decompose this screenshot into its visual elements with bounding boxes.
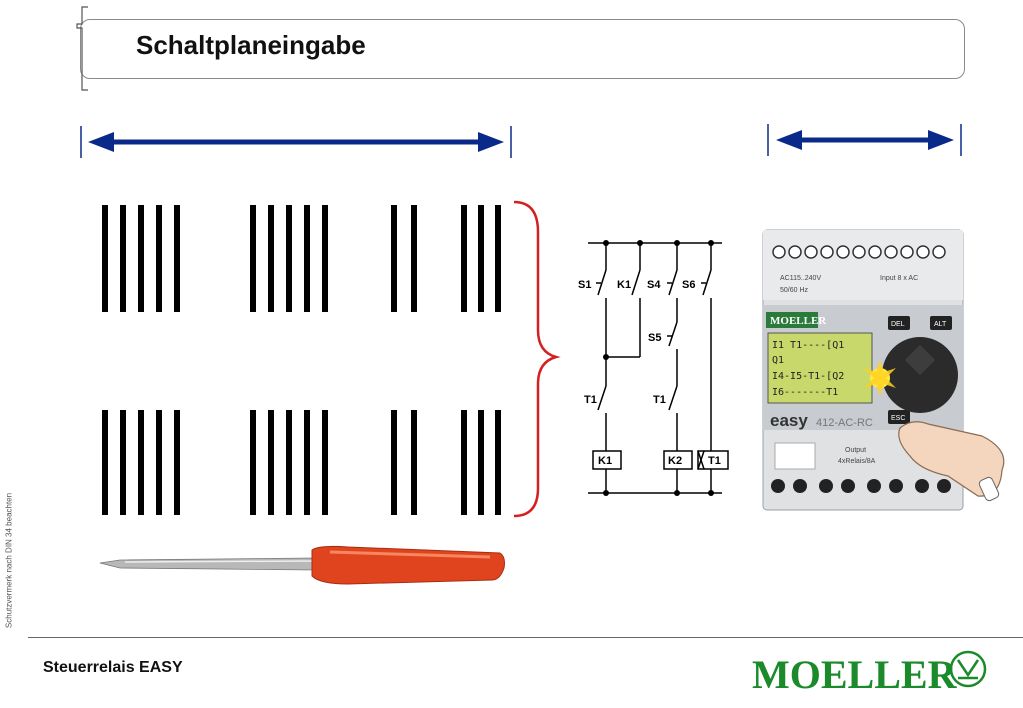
output-terminals [771, 479, 951, 493]
right-span-arrow [767, 124, 962, 156]
lcd-line-1: I1 T1----[Q1 [772, 340, 844, 351]
logo-text: MOELLER [752, 652, 958, 697]
label-t1-a: T1 [584, 394, 597, 406]
device-logo-text: MOELLER [770, 315, 827, 327]
wire-bars-bottom [102, 410, 501, 515]
device-input: Input 8 x AC [880, 275, 918, 282]
lcd-line-2: Q1 [772, 355, 784, 366]
device-freq: 50/60 Hz [780, 287, 809, 294]
label-s4: S4 [647, 279, 661, 291]
wire-bars-top [102, 205, 501, 312]
key-esc: ESC [891, 415, 905, 422]
key-alt: ALT [934, 321, 947, 328]
footer-divider [28, 637, 1023, 638]
coil-t1: T1 [708, 455, 721, 467]
coil-k2: K2 [668, 455, 682, 467]
page-title: Schaltplaneingabe [136, 30, 366, 60]
label-s1: S1 [578, 279, 591, 291]
easy-relay-device: AC115..240V 50/60 Hz Input 8 x AC MOELLE… [762, 229, 1005, 511]
logo-emblem-icon [949, 650, 987, 688]
title-box [80, 19, 965, 79]
device-model: 412-AC-RC [816, 417, 873, 429]
ladder-circuit [588, 242, 729, 494]
lcd-line-4: I6-------T1 [772, 387, 838, 398]
device-output: Output [845, 447, 866, 454]
label-t1-b: T1 [653, 394, 666, 406]
moeller-logo: MOELLER [752, 650, 987, 697]
footer-title: Steuerrelais EASY [43, 659, 183, 676]
press-glow [864, 360, 896, 396]
coil-k1: K1 [598, 455, 612, 467]
title-bracket [76, 6, 88, 91]
screwdriver-icon [99, 545, 505, 585]
device-brand: easy [770, 411, 808, 430]
device-supply: AC115..240V [780, 275, 821, 282]
input-terminals [772, 245, 946, 259]
label-k1: K1 [617, 279, 631, 291]
curly-brace [513, 200, 561, 518]
label-s5: S5 [648, 332, 661, 344]
device-output-spec: 4xRelais/8A [838, 458, 876, 465]
label-s6: S6 [682, 279, 695, 291]
key-del: DEL [891, 321, 905, 328]
junction-dots [603, 240, 714, 496]
lcd-line-3: I4-I5-T1-[Q2 [772, 371, 844, 382]
left-span-arrow [80, 126, 512, 158]
